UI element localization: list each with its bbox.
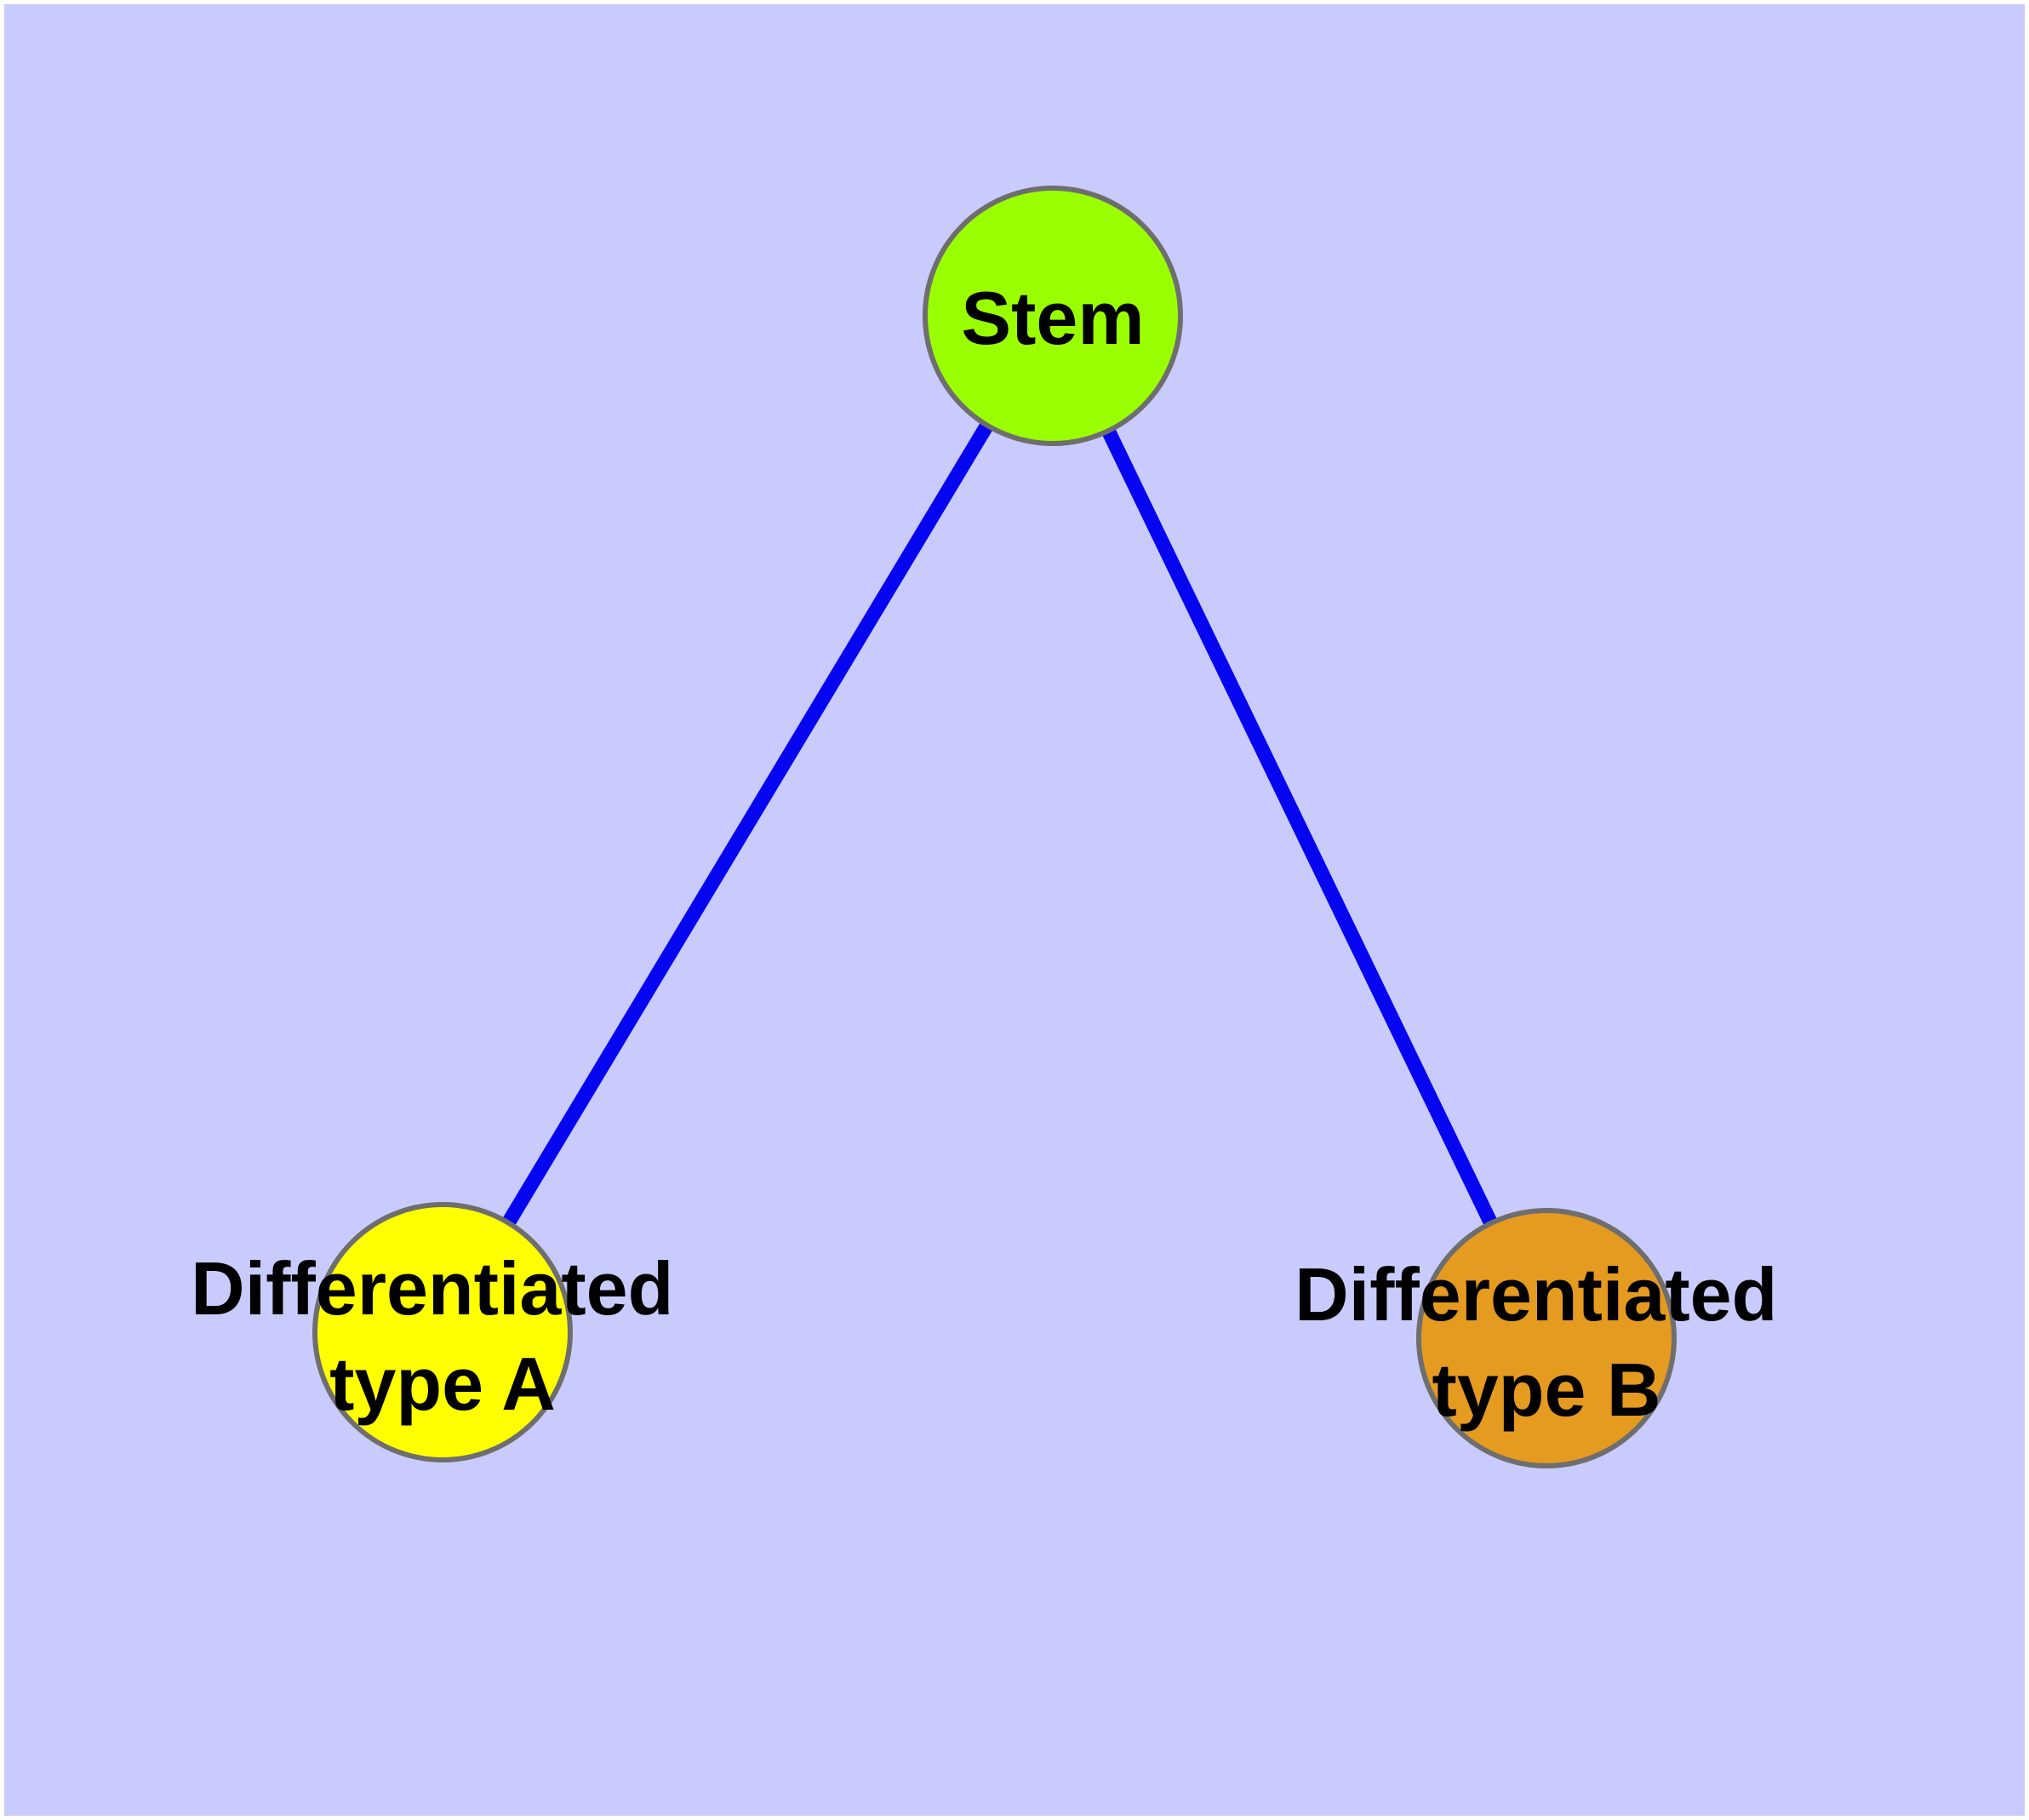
edge-stem-to-type-a <box>436 312 1060 1336</box>
node-differentiated-type-a[interactable]: Differentiated type A <box>191 1202 694 1462</box>
node-type-b-label: Differentiated type B <box>1295 1252 1798 1432</box>
node-stem-circle[interactable] <box>923 186 1183 446</box>
node-stem-label: Stem <box>961 276 1144 360</box>
edge-stem-to-type-b <box>1046 312 1553 1342</box>
node-type-a-label-line2: type A <box>329 1342 556 1426</box>
node-type-a-circle[interactable] <box>312 1202 573 1462</box>
graph-canvas: Stem Differentiated type A Differentiate… <box>4 4 2025 1816</box>
node-type-a-label-line1: Differentiated <box>191 1246 673 1331</box>
node-type-b-circle[interactable] <box>1416 1208 1677 1468</box>
node-type-a-label: Differentiated type A <box>191 1246 694 1426</box>
node-type-b-label-line1: Differentiated <box>1295 1252 1777 1336</box>
node-differentiated-type-b[interactable]: Differentiated type B <box>1295 1208 1798 1468</box>
node-stem[interactable]: Stem <box>923 186 1183 446</box>
node-type-b-label-line2: type B <box>1432 1348 1661 1432</box>
